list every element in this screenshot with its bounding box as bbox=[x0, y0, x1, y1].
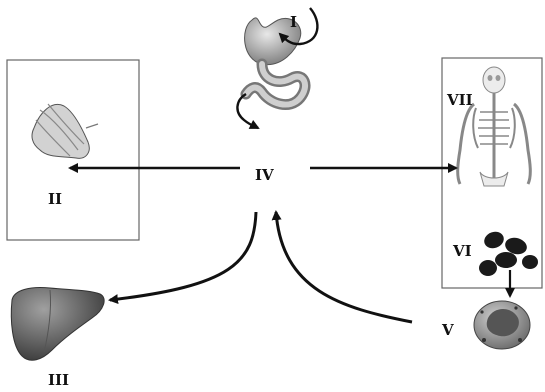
label-red-cells: VI bbox=[453, 244, 472, 259]
muscle-icon bbox=[32, 104, 98, 158]
arrow-from-v bbox=[276, 212, 412, 322]
label-blood-cell: V bbox=[442, 323, 454, 338]
red-blood-cells-icon bbox=[479, 229, 538, 276]
label-liver: III bbox=[48, 373, 69, 388]
label-stomach: I bbox=[290, 15, 297, 30]
label-muscle: II bbox=[48, 192, 62, 207]
arrow-to-iii bbox=[110, 212, 256, 300]
stomach-icon bbox=[237, 8, 317, 128]
white-blood-cell-icon bbox=[474, 301, 530, 349]
label-center: IV bbox=[255, 168, 274, 183]
skeleton-icon bbox=[458, 67, 531, 186]
label-skeleton: VII bbox=[447, 93, 473, 108]
liver-icon bbox=[11, 288, 104, 361]
